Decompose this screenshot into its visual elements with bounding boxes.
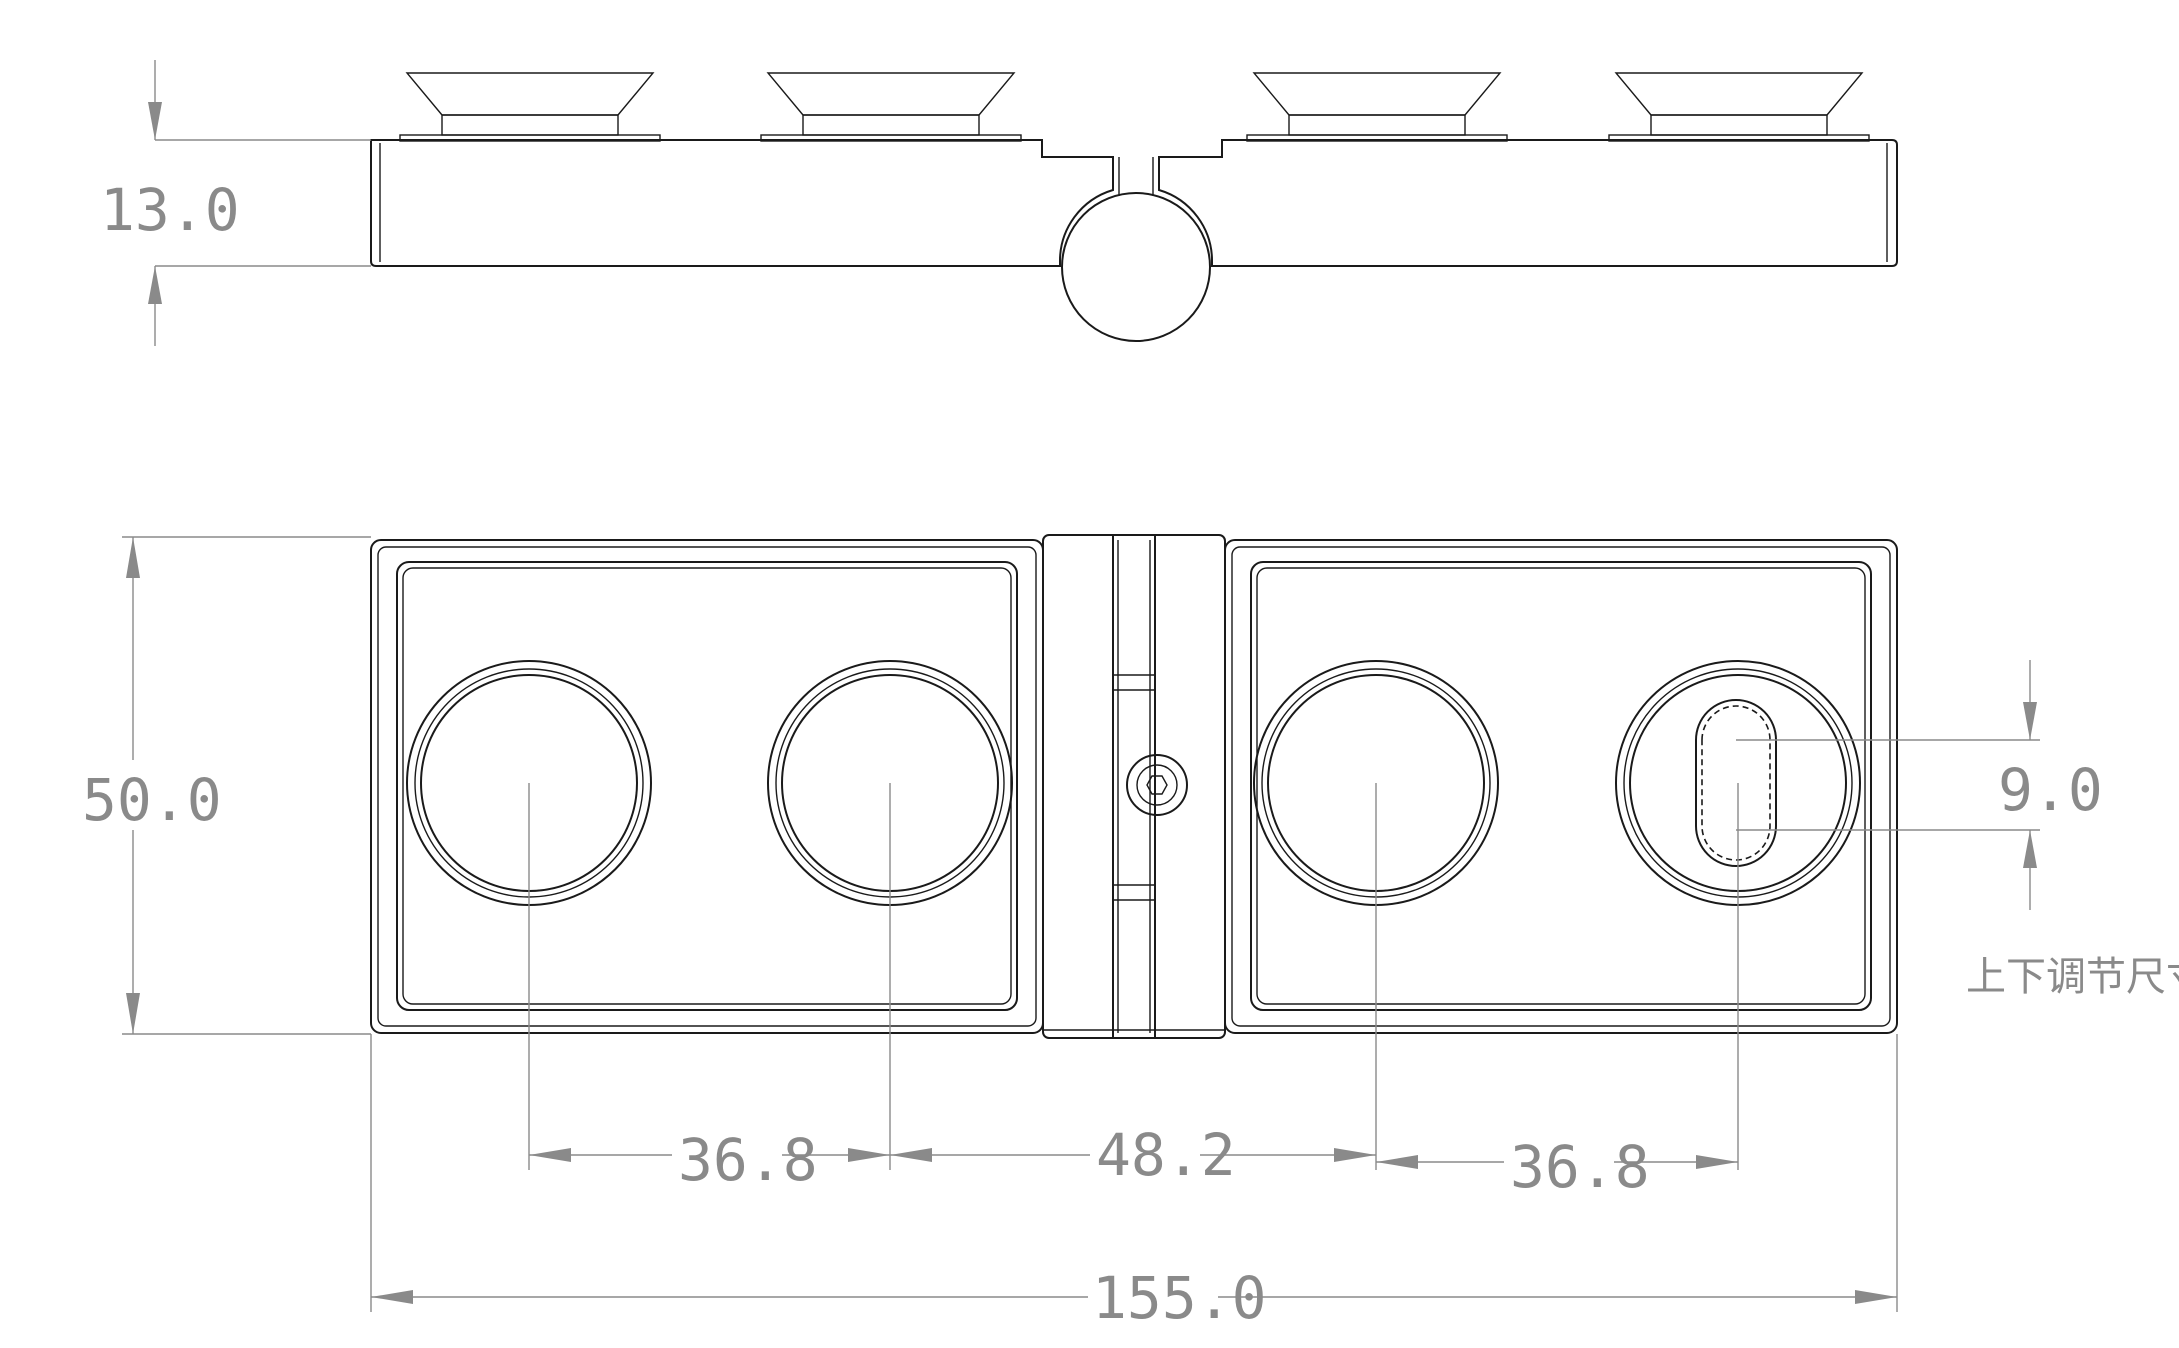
dim-pitch-right-label: 36.8	[1510, 1133, 1650, 1201]
top-view	[370, 534, 1898, 1170]
side-view: 13.0	[100, 60, 1898, 346]
side-suction-cup-2	[760, 72, 1022, 142]
dim-pitch-left-label: 36.8	[678, 1126, 818, 1194]
side-left-plate	[370, 139, 1114, 267]
top-hinge	[1042, 534, 1226, 1039]
top-right-recess	[1250, 561, 1872, 1011]
dim-pitch-left: 36.8	[529, 1125, 890, 1194]
dim-overall-length: 155.0	[370, 1034, 1898, 1332]
top-left-recess	[396, 561, 1018, 1011]
adjustment-note: 上下调节尺寸	[1966, 954, 2179, 1000]
side-suction-cup-1	[399, 72, 661, 142]
side-right-plate	[1158, 139, 1898, 267]
hex-socket-icon	[1146, 775, 1168, 795]
dim-height-side: 13.0	[100, 60, 371, 346]
dim-pitch-center: 48.2	[890, 1120, 1376, 1189]
side-suction-cup-4	[1608, 72, 1870, 142]
hinge-screw	[1126, 754, 1188, 816]
dim-height-top-label: 50.0	[82, 766, 222, 834]
side-suction-cup-3	[1246, 72, 1508, 142]
dim-slot-adjust: 9.0 上下调节尺寸	[1736, 660, 2179, 1000]
side-hinge-barrel	[1061, 192, 1211, 342]
dim-pitch-right: 36.8	[1376, 1132, 1738, 1201]
top-right-plate	[1224, 539, 1898, 1034]
dim-pitch-center-label: 48.2	[1096, 1121, 1236, 1189]
dim-height-side-label: 13.0	[100, 176, 240, 244]
dim-overall-length-label: 155.0	[1092, 1264, 1267, 1332]
dim-slot-adjust-label: 9.0	[1998, 756, 2103, 824]
adjustment-slot	[1695, 699, 1777, 867]
top-left-plate	[370, 539, 1044, 1034]
dim-height-top: 50.0	[80, 536, 371, 1035]
